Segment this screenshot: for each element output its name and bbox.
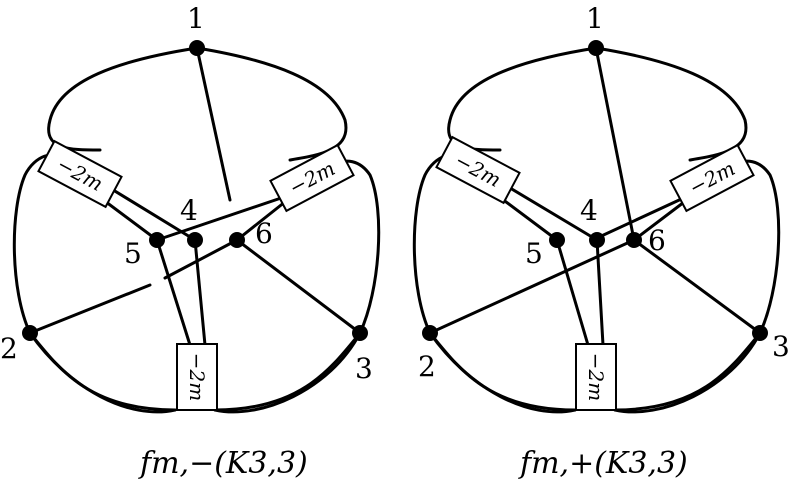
strand-box-right-a [595,193,692,240]
vertex-label-5: 5 [124,237,142,270]
vertex-1 [588,40,604,56]
vertex-1 [189,40,205,56]
edge-2-6 [28,283,152,335]
outer-lobe-bottom [428,331,762,412]
edge-4-box [595,238,605,347]
vertex-4 [589,232,605,248]
vertex-6 [229,232,245,248]
vertex-6 [626,232,642,248]
edge-3-6 [235,238,362,335]
edge-2-6 [428,238,636,335]
box-label: −2m [584,353,608,401]
strand-box-left-b [503,183,599,242]
vertex-4 [187,232,203,248]
vertex-2 [422,325,438,341]
vertex-2 [22,325,38,341]
vertex-label-2: 2 [418,350,436,383]
vertex-label-5: 5 [525,237,543,270]
right-diagram [412,46,781,414]
caption-left: fm,−(K3,3) [140,446,308,481]
outer-lobe-top [447,46,748,162]
edge-5-box [155,238,192,347]
edge-2-6b [163,238,239,280]
vertex-label-6: 6 [648,224,666,257]
vertex-label-3: 3 [772,330,790,363]
left-diagram [12,46,381,414]
left-vertex-labels: 1 2 3 4 5 6 [0,2,373,385]
outer-lobe-right [213,159,381,414]
vertex-label-3: 3 [355,352,373,385]
vertex-3 [352,325,368,341]
vertex-3 [752,325,768,341]
right-box-bottom: −2m [575,343,617,411]
right-box-upper-left: −2m [435,135,521,205]
right-vertex-labels: 1 2 3 4 5 6 [418,2,790,383]
box-label: −2m [185,353,209,401]
vertex-label-6: 6 [255,217,273,250]
left-vertices [22,40,368,341]
outer-lobe-top [47,46,348,162]
edge-4-box [193,238,207,347]
vertex-5 [549,232,565,248]
edge-1-6 [594,46,636,242]
vertex-label-4: 4 [180,194,198,227]
edge-5-box [555,238,590,347]
caption-right: fm,+(K3,3) [520,446,688,481]
left-box-bottom: −2m [176,343,218,411]
vertex-label-2: 2 [0,332,18,365]
edge-3-6 [632,238,762,335]
vertex-label-4: 4 [580,194,598,227]
outer-lobe-right [613,159,781,414]
strand-box-right-a [155,193,292,242]
vertex-5 [149,232,165,248]
right-vertices [422,40,768,341]
outer-lobe-bottom [28,331,362,412]
vertex-label-1: 1 [586,2,604,35]
edge-1-4 [195,46,232,202]
vertex-label-1: 1 [187,2,205,35]
